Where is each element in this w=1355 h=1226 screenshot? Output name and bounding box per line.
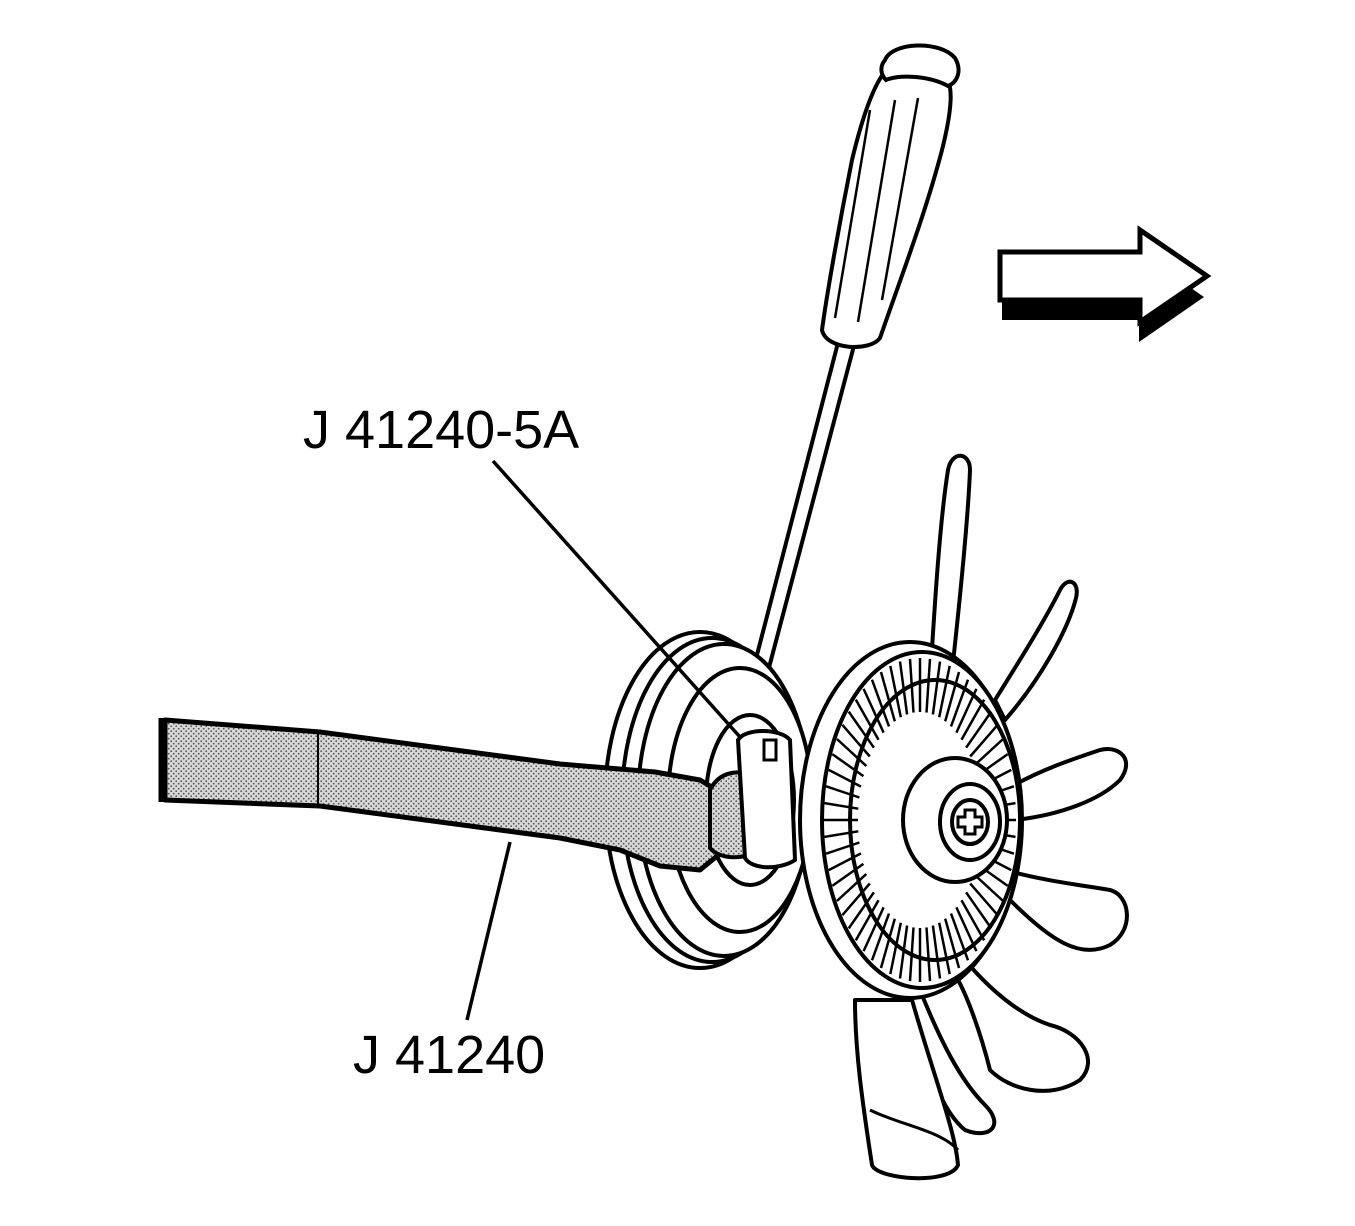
cooling-fin <box>825 841 860 855</box>
callout-wrench: J 41240 <box>353 1025 546 1085</box>
arrow-right-icon <box>997 225 1212 342</box>
cooling-fin <box>836 873 868 902</box>
cooling-fin <box>969 882 999 917</box>
cooling-fin <box>841 882 871 917</box>
cooling-fin <box>908 927 915 982</box>
wrench-j41240 <box>158 717 725 873</box>
cooling-fin <box>943 918 961 969</box>
cooling-fin <box>854 698 880 741</box>
cooling-fin <box>972 738 1004 767</box>
cooling-fin <box>831 862 865 887</box>
cooling-fin <box>841 723 871 758</box>
cooling-fin <box>955 906 978 952</box>
cooling-fin <box>898 925 909 979</box>
cooling-fin <box>960 899 986 942</box>
cooling-fin <box>943 671 961 722</box>
callout-remover-adapter: J 41240-5A <box>303 400 580 460</box>
cooling-fin <box>824 830 859 839</box>
cooling-fin <box>847 710 875 749</box>
cooling-fin <box>836 738 868 767</box>
cooling-fin <box>908 658 915 713</box>
cooling-fin <box>898 661 909 715</box>
cooling-fin <box>972 873 1004 902</box>
fan-blades <box>853 453 1129 1181</box>
cooling-fin <box>879 918 897 969</box>
cooling-fin <box>965 710 993 749</box>
cooling-fin <box>854 899 880 942</box>
cooling-fin <box>960 698 986 741</box>
cooling-fin <box>862 688 885 734</box>
cooling-fin <box>831 753 865 778</box>
cooling-fin <box>825 785 860 799</box>
cooling-fin <box>925 658 932 713</box>
cooling-fin <box>949 679 970 727</box>
cooling-fin <box>847 891 875 930</box>
cooling-fin <box>870 679 891 727</box>
cooling-fin <box>889 665 903 718</box>
adapter-j41240-5a <box>708 729 798 870</box>
screwdriver <box>735 43 961 735</box>
cooling-fin <box>937 922 951 975</box>
cooling-fin <box>828 768 862 788</box>
cooling-fin <box>870 913 891 961</box>
leader-lines <box>465 459 742 1021</box>
cooling-fin <box>965 891 993 930</box>
cooling-fin <box>949 913 970 961</box>
fan-clutch <box>798 640 1024 1000</box>
cooling-fin <box>937 665 951 718</box>
cooling-fin <box>879 671 897 722</box>
phillips-head-icon <box>950 798 990 846</box>
cooling-fin <box>862 906 885 952</box>
cooling-fin <box>969 723 999 758</box>
cooling-fin <box>931 661 942 715</box>
cooling-fin <box>828 852 862 872</box>
cooling-fin <box>955 688 978 734</box>
cooling-fin <box>824 801 859 810</box>
cooling-fin <box>931 925 942 979</box>
cooling-fin <box>889 922 903 975</box>
cooling-fin <box>925 927 932 982</box>
